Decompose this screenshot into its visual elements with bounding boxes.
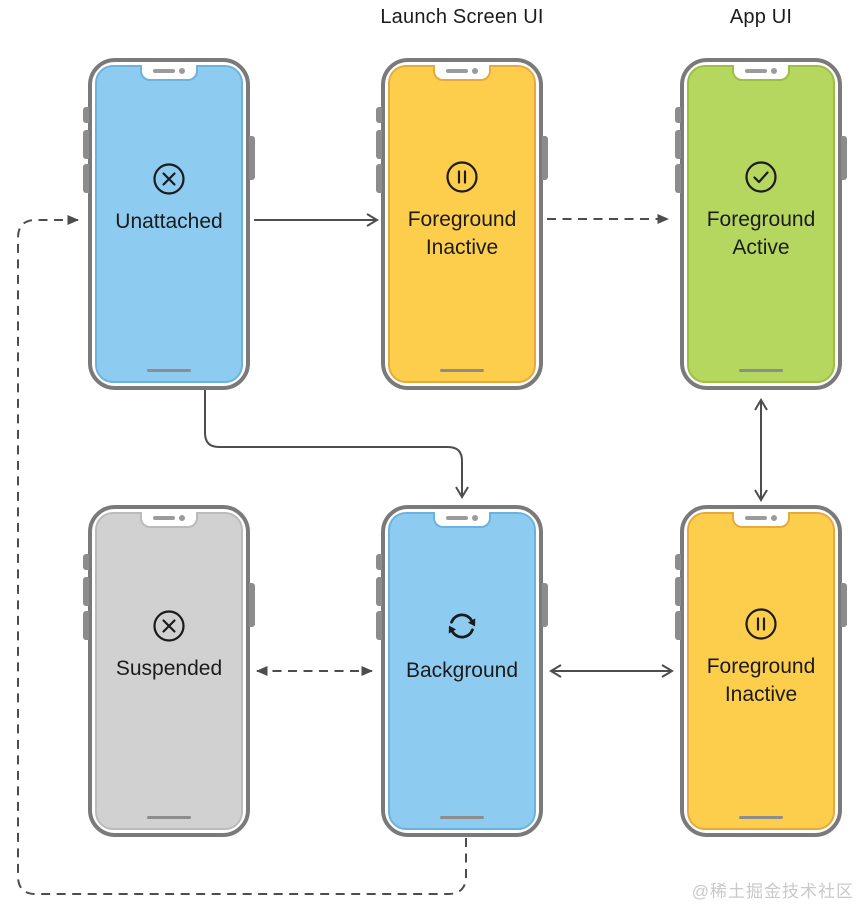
- mute-switch: [376, 107, 382, 123]
- volume-up-button: [83, 130, 89, 159]
- phone-screen: Foreground Inactive: [388, 65, 536, 383]
- notch: [140, 512, 198, 528]
- notch: [433, 512, 491, 528]
- arrow-unattached-to-background: [204, 390, 469, 499]
- phone-screen: Background: [388, 512, 536, 830]
- phone-screen: Foreground Active: [687, 65, 835, 383]
- notch: [732, 65, 790, 81]
- state-label: Foreground Inactive: [706, 655, 816, 707]
- speaker-icon: [446, 69, 468, 73]
- speaker-icon: [153, 69, 175, 73]
- volume-down-button: [675, 164, 681, 193]
- column-header-app-ui: App UI: [729, 6, 793, 28]
- camera-icon: [771, 515, 777, 521]
- phone-screen: Suspended: [95, 512, 243, 830]
- phone-screen: Unattached: [95, 65, 243, 383]
- phone-foreground-active: Foreground Active: [675, 58, 847, 390]
- home-indicator: [147, 816, 191, 819]
- volume-down-button: [675, 611, 681, 640]
- home-indicator: [739, 369, 783, 372]
- mute-switch: [83, 554, 89, 570]
- phone-suspended: Suspended: [83, 505, 255, 837]
- camera-icon: [771, 68, 777, 74]
- x-circle-icon: [152, 162, 186, 196]
- mute-switch: [376, 554, 382, 570]
- phone-unattached: Unattached: [83, 58, 255, 390]
- watermark: @稀土掘金技术社区: [691, 882, 854, 901]
- power-button: [249, 136, 255, 180]
- phone-background: Background: [376, 505, 548, 837]
- mute-switch: [675, 107, 681, 123]
- volume-down-button: [376, 164, 382, 193]
- volume-down-button: [376, 611, 382, 640]
- x-circle-icon: [152, 609, 186, 643]
- power-button: [249, 583, 255, 627]
- home-indicator: [147, 369, 191, 372]
- camera-icon: [472, 68, 478, 74]
- power-button: [542, 136, 548, 180]
- notch: [732, 512, 790, 528]
- column-header-launch-screen-ui: Launch Screen UI: [380, 6, 544, 28]
- power-button: [542, 583, 548, 627]
- mute-switch: [83, 107, 89, 123]
- phone-foreground-inactive-top: Foreground Inactive: [376, 58, 548, 390]
- speaker-icon: [745, 516, 767, 520]
- volume-down-button: [83, 611, 89, 640]
- speaker-icon: [153, 516, 175, 520]
- mute-switch: [675, 554, 681, 570]
- volume-up-button: [675, 577, 681, 606]
- camera-icon: [472, 515, 478, 521]
- phone-screen: Foreground Inactive: [687, 512, 835, 830]
- home-indicator: [440, 369, 484, 372]
- camera-icon: [179, 515, 185, 521]
- power-button: [841, 136, 847, 180]
- volume-up-button: [376, 130, 382, 159]
- sync-cycle-icon: [443, 607, 481, 645]
- speaker-icon: [446, 516, 468, 520]
- state-label: Foreground Active: [706, 208, 816, 260]
- state-label: Foreground Inactive: [407, 208, 517, 260]
- state-label: Unattached: [115, 209, 223, 233]
- check-circle-icon: [744, 160, 778, 194]
- pause-circle-icon: [445, 160, 479, 194]
- home-indicator: [440, 816, 484, 819]
- state-label: Background: [405, 658, 519, 682]
- speaker-icon: [745, 69, 767, 73]
- camera-icon: [179, 68, 185, 74]
- volume-up-button: [83, 577, 89, 606]
- state-label: Suspended: [115, 656, 223, 680]
- phone-foreground-inactive-bottom: Foreground Inactive: [675, 505, 847, 837]
- home-indicator: [739, 816, 783, 819]
- volume-down-button: [83, 164, 89, 193]
- pause-circle-icon: [744, 607, 778, 641]
- volume-up-button: [376, 577, 382, 606]
- notch: [433, 65, 491, 81]
- volume-up-button: [675, 130, 681, 159]
- power-button: [841, 583, 847, 627]
- notch: [140, 65, 198, 81]
